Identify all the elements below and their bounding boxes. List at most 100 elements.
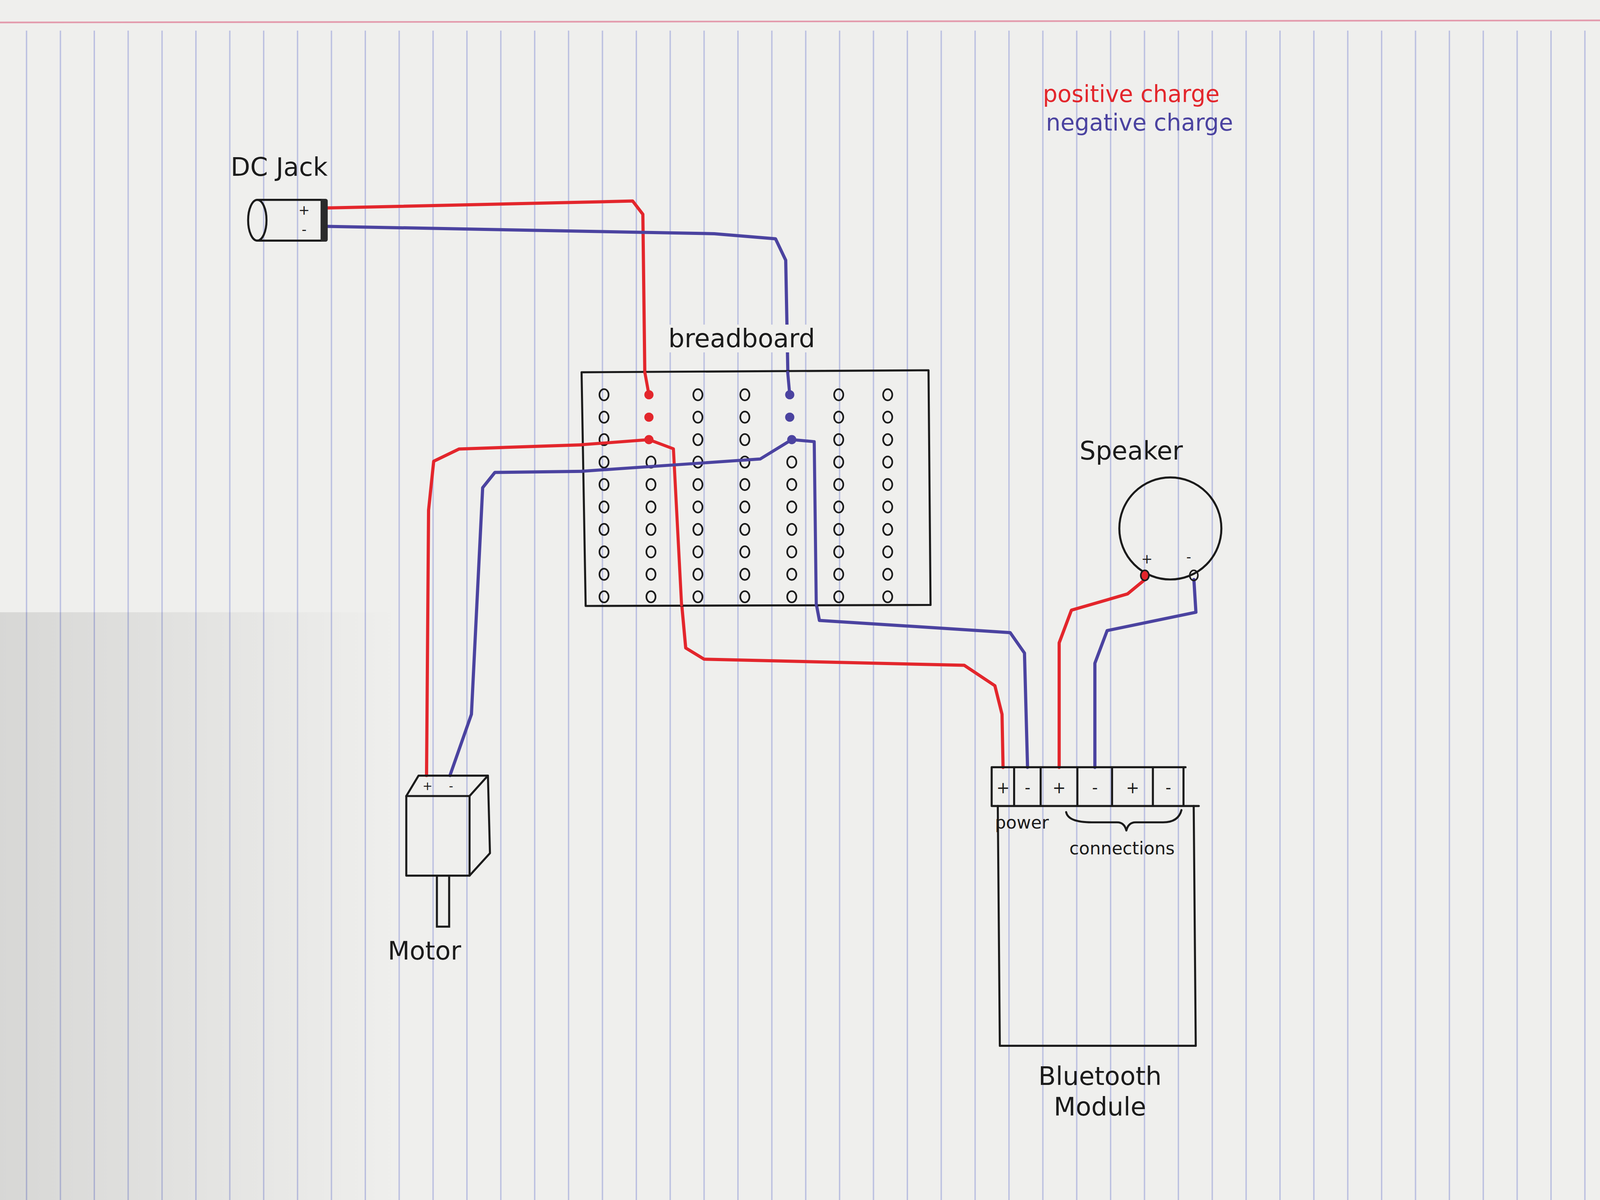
dc-jack: DC Jack+- — [222, 148, 397, 253]
speaker: Speaker+- — [1073, 432, 1233, 586]
breadboard-hole — [787, 523, 797, 535]
board-jumper — [791, 439, 817, 606]
breadboard-hole — [693, 523, 703, 535]
polarity-sign: - — [1186, 549, 1192, 565]
legend-ink: positive charge — [1042, 80, 1220, 108]
breadboard-hole — [740, 478, 750, 491]
breadboard-hole — [693, 569, 703, 581]
breadboard-hole — [787, 569, 797, 581]
speaker-tab — [1189, 570, 1199, 581]
terminal-strip — [991, 767, 1199, 807]
jack-cap — [320, 198, 328, 242]
breadboard-hole — [693, 389, 703, 401]
hole-dot — [785, 390, 795, 400]
breadboard-hole — [646, 591, 656, 603]
terminal-group-label: connections — [1069, 838, 1175, 858]
breadboard-hole — [599, 389, 609, 401]
breadboard-hole — [883, 523, 893, 535]
breadboard-hole — [693, 546, 703, 558]
ruled-lines — [0, 30, 1600, 1200]
part-label: Motor — [387, 936, 462, 965]
breadboard-hole — [599, 546, 609, 558]
terminal-sign: + — [996, 778, 1010, 797]
breadboard-hole — [787, 478, 797, 491]
breadboard-hole — [883, 434, 893, 446]
polarity-sign: + — [422, 778, 433, 793]
margin-line — [0, 20, 1600, 23]
hole-dot — [644, 412, 654, 422]
breadboard-hole — [787, 546, 797, 558]
breadboard-hole — [740, 501, 750, 513]
hole-dot — [785, 412, 795, 422]
breadboard: breadboard — [573, 320, 941, 612]
breadboard-hole — [883, 456, 893, 468]
module-body — [998, 805, 1197, 1046]
polarity-sign: + — [1141, 551, 1153, 567]
breadboard-hole — [599, 456, 609, 468]
board-jumper — [581, 439, 793, 472]
breadboard-hole — [599, 478, 609, 491]
breadboard-hole — [834, 456, 844, 468]
motor-side — [469, 775, 490, 876]
bracket — [1066, 810, 1182, 831]
legend-row: positive charge — [1042, 79, 1233, 109]
terminal-sign: - — [1092, 778, 1098, 797]
jack-end — [248, 200, 267, 241]
breadboard-hole — [740, 569, 750, 581]
breadboard-hole — [834, 523, 844, 535]
legend-row: negative charge — [1046, 108, 1234, 138]
breadboard-hole — [834, 411, 844, 424]
breadboard-hole — [693, 478, 703, 491]
terminal-sign: + — [1052, 778, 1066, 797]
motor-top — [405, 775, 488, 796]
breadboard-hole — [646, 501, 656, 513]
breadboard-hole — [599, 501, 609, 513]
breadboard-hole — [693, 501, 703, 513]
breadboard-hole — [883, 389, 893, 401]
breadboard-hole — [599, 569, 609, 581]
polarity-sign: - — [301, 222, 307, 237]
breadboard-hole — [646, 569, 656, 581]
part-label: Bluetooth Module — [1000, 1061, 1200, 1123]
bluetooth-module: +-+-+-powerconnectionsBluetooth Module — [984, 761, 1204, 1141]
legend-text: negative charge — [1046, 109, 1234, 137]
breadboard-hole — [834, 591, 844, 603]
shape-bounds — [581, 372, 931, 606]
breadboard-hole — [787, 501, 797, 513]
breadboard-hole — [834, 501, 844, 513]
breadboard-hole — [740, 456, 750, 468]
speaker-tab — [1140, 570, 1150, 581]
breadboard-hole — [883, 501, 893, 513]
breadboard-hole — [834, 434, 844, 446]
shape-bounds — [1119, 477, 1222, 580]
part-label: breadboard — [664, 324, 820, 353]
breadboard-hole — [693, 411, 703, 424]
breadboard-hole — [834, 389, 844, 401]
shape-bounds — [991, 767, 1196, 1050]
breadboard-hole — [740, 434, 750, 446]
breadboard-hole — [740, 389, 750, 401]
terminal-sign: - — [1024, 778, 1031, 797]
breadboard-hole — [740, 411, 750, 424]
breadboard-hole — [834, 478, 844, 491]
shape-bounds — [248, 198, 328, 242]
wire — [816, 605, 1028, 768]
wire — [450, 471, 582, 776]
breadboard-hole — [599, 411, 609, 424]
hole-dot — [644, 390, 654, 400]
motor-front — [405, 796, 470, 876]
hole-dot — [644, 435, 654, 445]
part-label: DC Jack — [230, 153, 328, 181]
breadboard-hole — [693, 434, 703, 446]
motor-shaft — [436, 875, 450, 927]
speaker-cone — [1119, 477, 1222, 580]
breadboard-hole — [646, 546, 656, 558]
breadboard-hole — [883, 411, 893, 424]
terminal-sign: - — [1165, 778, 1172, 797]
terminal-sign: + — [1126, 778, 1140, 797]
board-jumper — [581, 439, 650, 445]
legend: positive chargenegative charge — [1042, 79, 1233, 138]
hole-dot — [787, 435, 797, 445]
